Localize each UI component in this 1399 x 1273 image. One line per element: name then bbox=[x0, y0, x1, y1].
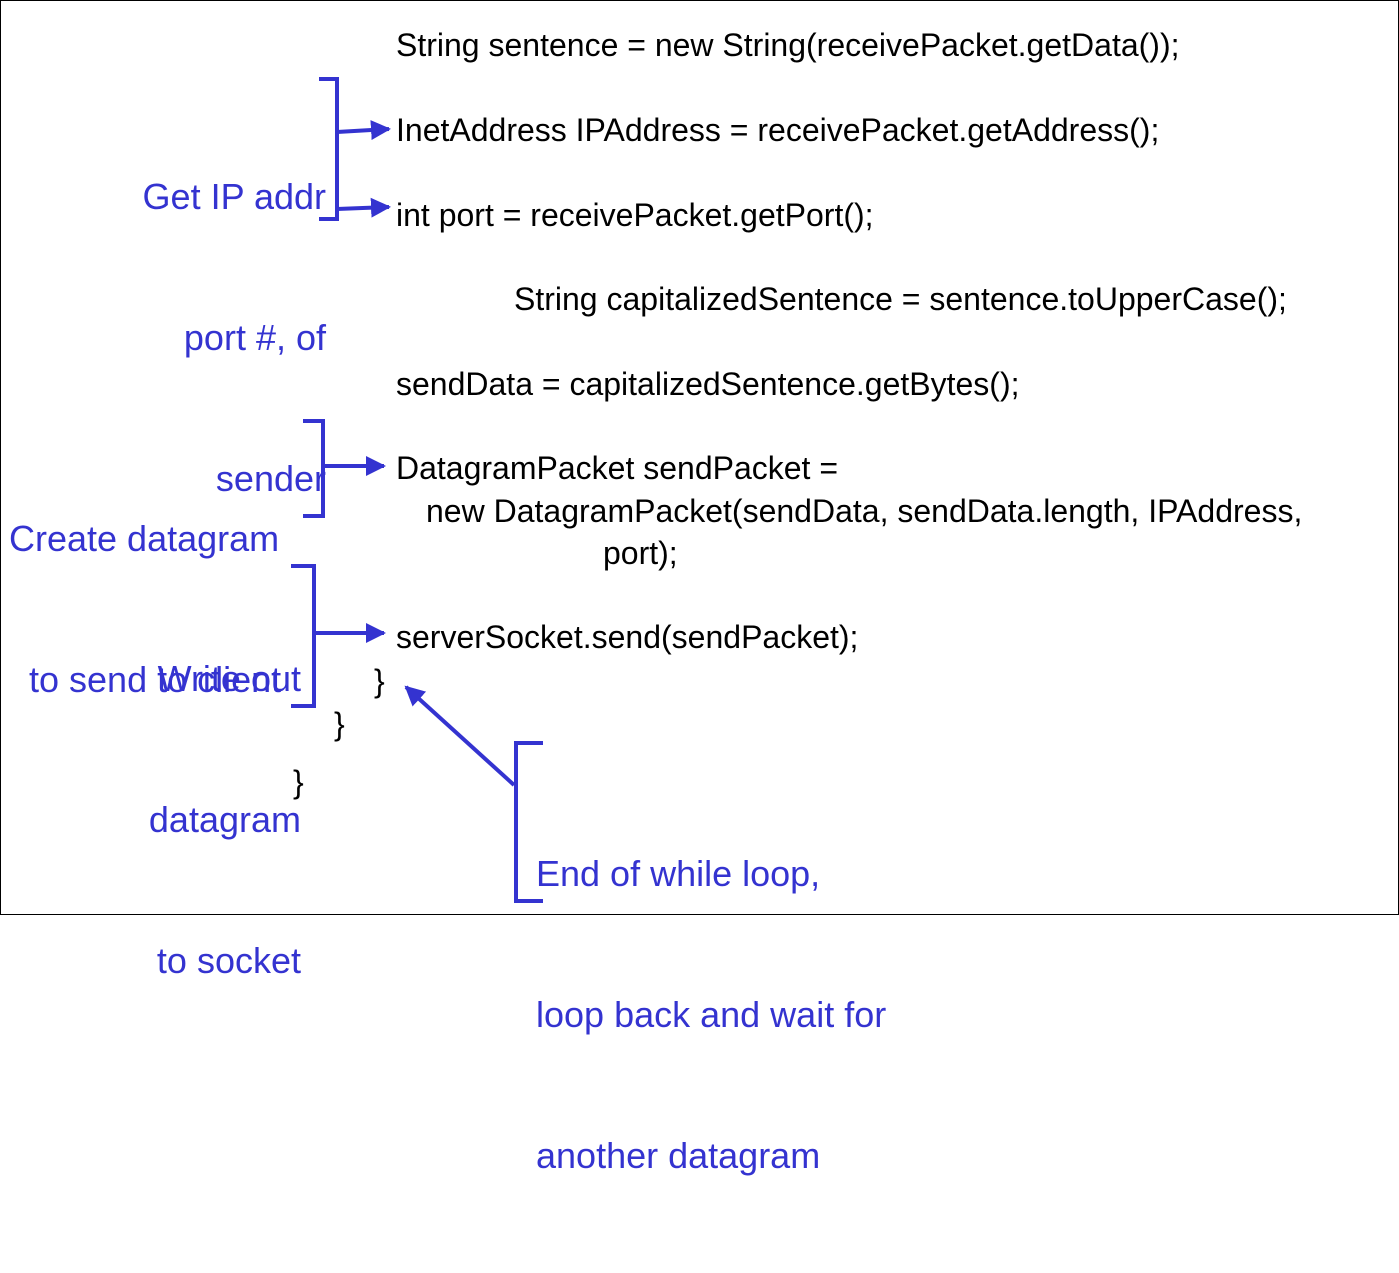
code-line-port: int port = receivePacket.getPort(); bbox=[396, 197, 874, 233]
code-brace-while: } bbox=[374, 663, 385, 699]
annotation-create-datagram-line: Create datagram bbox=[9, 518, 280, 559]
slide: String sentence = new String(receivePack… bbox=[0, 0, 1399, 1176]
code-line-sendpacket-decl: DatagramPacket sendPacket = bbox=[396, 450, 839, 486]
annotation-create-datagram: Create datagram to send to client bbox=[9, 421, 281, 797]
annotation-get-ip: Get IP addr port #, of sender bbox=[143, 79, 326, 596]
code-line-sendpacket-new: new DatagramPacket(sendData, sendData.le… bbox=[426, 493, 1303, 529]
code-line-senddata: sendData = capitalizedSentence.getBytes(… bbox=[396, 366, 1020, 402]
code-line-ipaddress: InetAddress IPAddress = receivePacket.ge… bbox=[396, 112, 1160, 148]
code-line-capitalized: String capitalizedSentence = sentence.to… bbox=[514, 281, 1287, 317]
arrow-to-while-brace bbox=[404, 685, 516, 787]
annotation-end-loop-line: another datagram bbox=[536, 1135, 821, 1176]
annotation-end-loop-line: loop back and wait for bbox=[536, 994, 887, 1035]
code-line-sentence: String sentence = new String(receivePack… bbox=[396, 27, 1180, 63]
annotation-write-out: Write out datagram to socket bbox=[149, 561, 301, 1078]
annotation-end-loop-line: End of while loop, bbox=[536, 853, 821, 894]
annotation-write-out-line: datagram bbox=[148, 799, 301, 840]
annotation-get-ip-line: Get IP addr bbox=[142, 176, 326, 217]
code-line-send: serverSocket.send(sendPacket); bbox=[396, 619, 859, 655]
code-brace-main: } bbox=[293, 764, 304, 800]
annotation-write-out-line: Write out bbox=[157, 658, 301, 699]
arrow-to-port bbox=[336, 197, 391, 218]
annotation-write-out-line: to socket bbox=[156, 940, 301, 981]
annotation-create-datagram-line: to send to client bbox=[29, 659, 282, 700]
annotation-end-loop: End of while loop, loop back and wait fo… bbox=[536, 756, 886, 1273]
code-line-sendpacket-port: port); bbox=[603, 535, 678, 571]
code-brace-try: } bbox=[334, 706, 345, 742]
arrow-to-ipaddress bbox=[336, 120, 391, 141]
annotation-get-ip-line: port #, of bbox=[183, 317, 326, 358]
